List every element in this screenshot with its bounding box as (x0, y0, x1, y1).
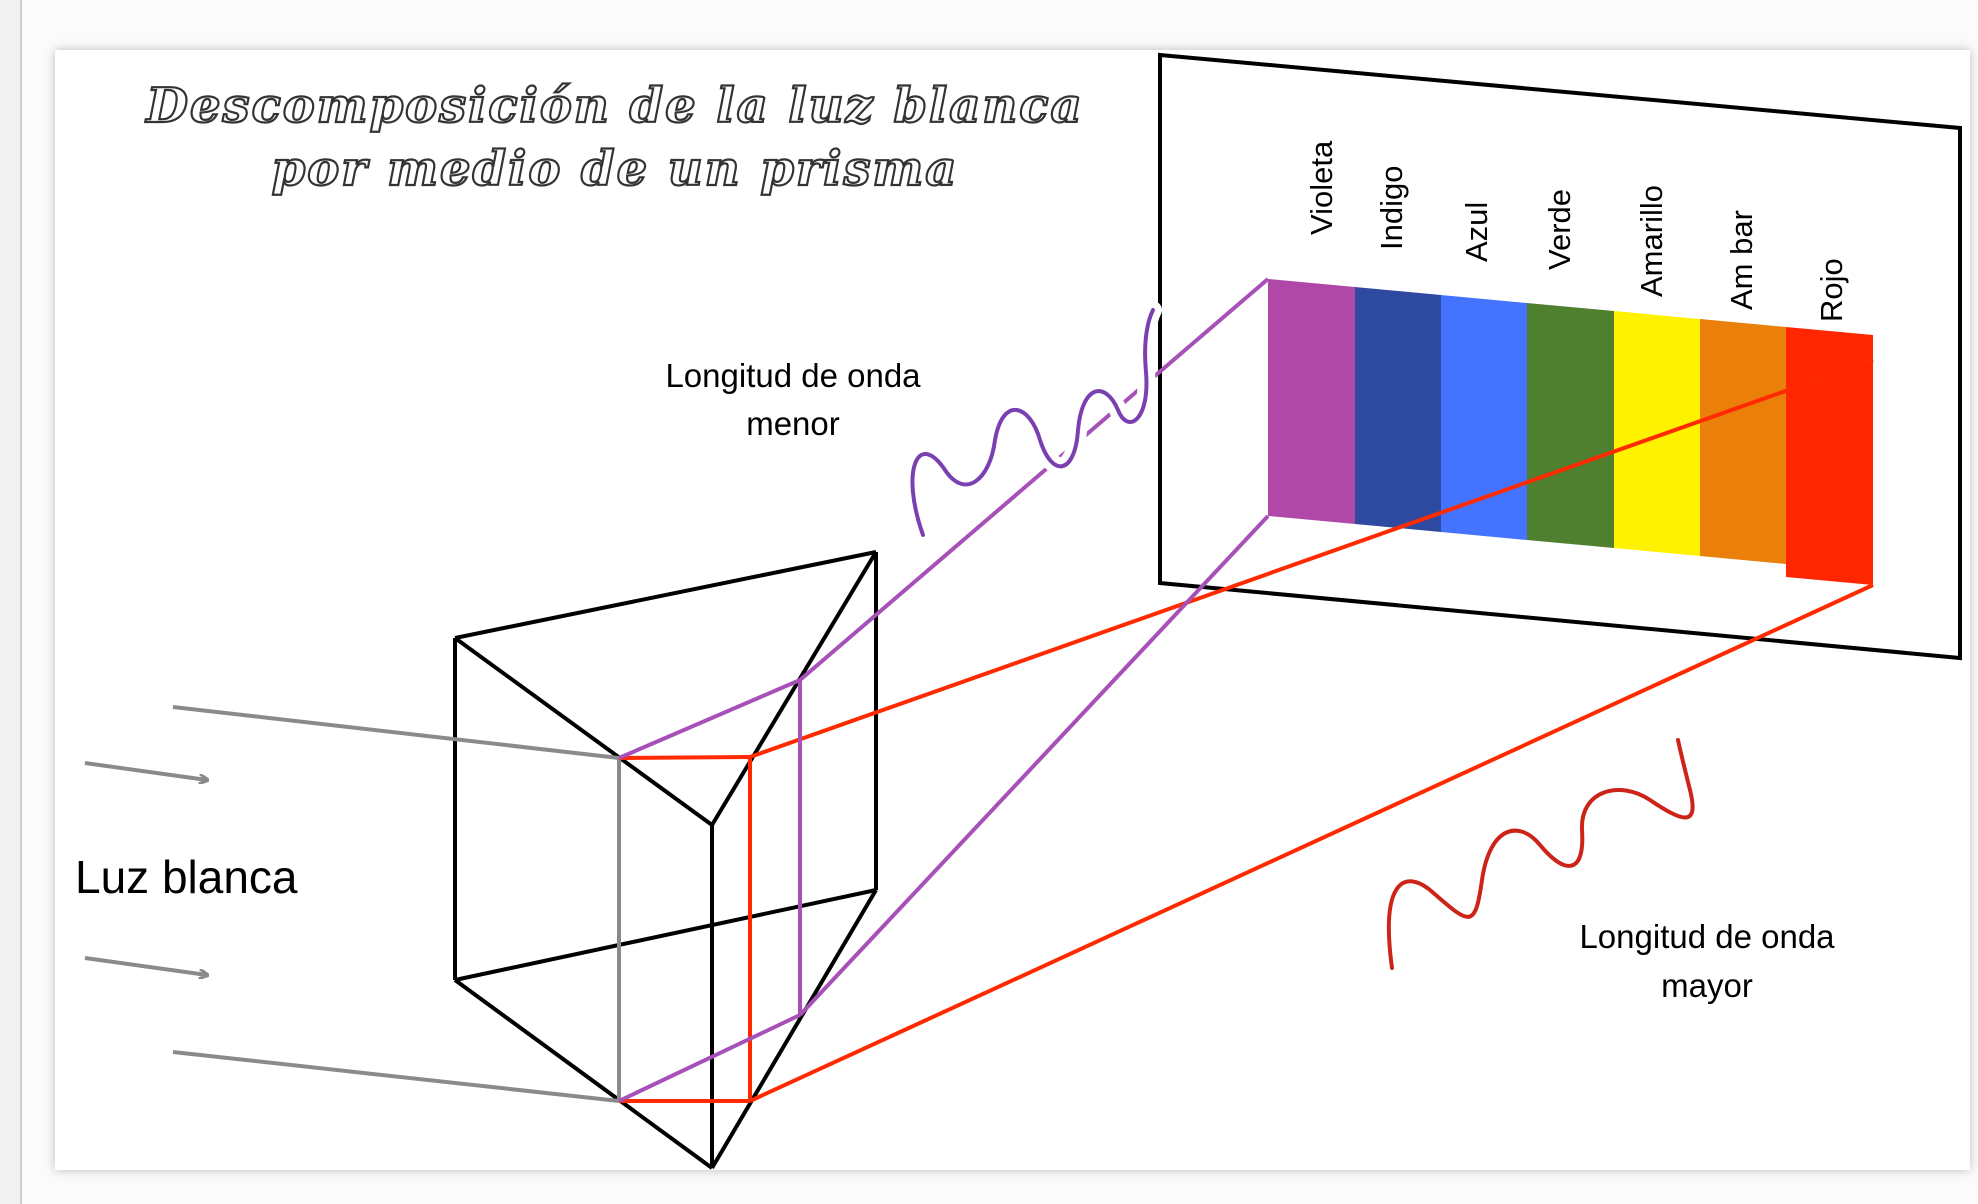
white-light-label: Luz blanca (75, 851, 298, 903)
band-azul (1441, 295, 1527, 540)
color-label-rojo: Rojo (1814, 258, 1849, 322)
band-indigo (1355, 287, 1441, 532)
incoming-light (84, 705, 621, 1103)
title-line-2: por medio de un prisma (272, 141, 959, 197)
spectrum-bands (1268, 279, 1873, 585)
red-ray (618, 358, 1874, 1103)
color-label-violeta: Violeta (1304, 140, 1339, 235)
color-label-verde: Verde (1542, 189, 1577, 270)
band-violeta (1268, 279, 1355, 524)
short-wave-label-line-2: menor (746, 405, 840, 442)
arrow-top (84, 761, 207, 780)
incoming-ray-top (172, 705, 620, 760)
band-ambar (1700, 319, 1786, 564)
band-rojo (1786, 327, 1873, 585)
color-label-indigo: Indigo (1374, 166, 1409, 250)
long-wave-label-line-2: mayor (1661, 967, 1753, 1004)
incoming-ray-bottom (172, 1050, 620, 1103)
title-line-1: Descomposición de la luz blanca (144, 78, 1083, 134)
color-label-azul: Azul (1459, 202, 1494, 262)
arrow-bottom (84, 956, 207, 975)
long-wave-label-line-1: Longitud de onda (1579, 918, 1835, 955)
long-wavelength-wave-line (1386, 738, 1695, 970)
violet-ray (618, 277, 1270, 1103)
short-wave-label-line-1: Longitud de onda (665, 357, 921, 394)
band-amarillo (1614, 311, 1700, 556)
band-verde (1527, 303, 1614, 548)
short-wavelength-wave-line (910, 308, 1155, 537)
color-label-amarillo: Amarillo (1634, 185, 1669, 297)
color-label-ambar: Am bar (1724, 210, 1759, 310)
prism (453, 550, 878, 1170)
